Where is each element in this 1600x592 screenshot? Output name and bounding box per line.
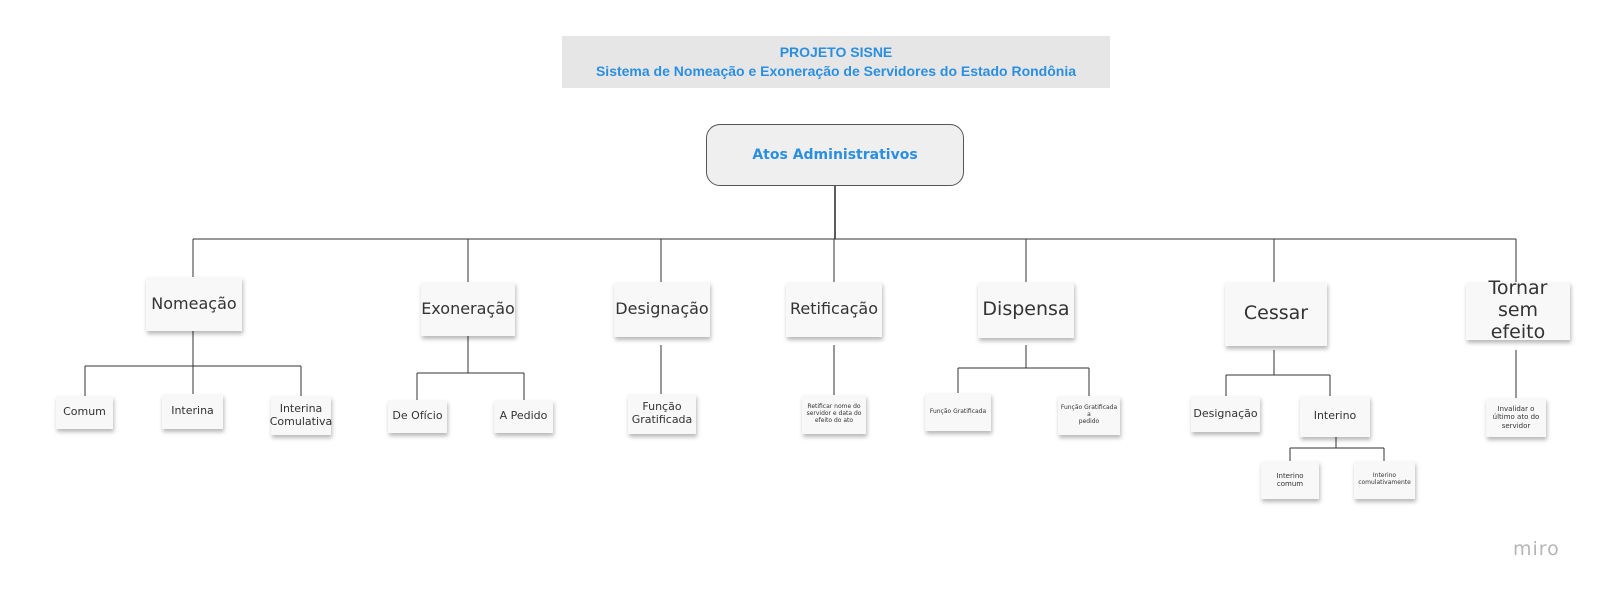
category-node-exoneracao[interactable]: Exoneração xyxy=(421,282,515,336)
leaf-node-cessar-designacao[interactable]: Designação xyxy=(1191,396,1260,432)
leaf-node-interina-comulativa[interactable]: Interina Comulativa xyxy=(270,396,332,435)
leaf-node-invalidar-ultimo-ato[interactable]: Invalidar o último ato do servidor xyxy=(1486,398,1546,437)
miro-watermark: miro xyxy=(1513,538,1560,560)
category-node-nomeacao[interactable]: Nomeação xyxy=(146,277,242,331)
leaf-node-funcao-gratificada[interactable]: Função Gratificada xyxy=(628,394,696,434)
category-node-designacao[interactable]: Designação xyxy=(614,282,710,337)
leaf-node-retificar-nome[interactable]: Retificar nome do servidor e data do efe… xyxy=(802,395,866,434)
category-node-cessar[interactable]: Cessar xyxy=(1225,282,1327,346)
leaf-node-a-pedido[interactable]: A Pedido xyxy=(494,400,553,433)
project-title: PROJETO SISNE xyxy=(779,44,893,60)
project-subtitle: Sistema de Nomeação e Exoneração de Serv… xyxy=(595,63,1077,79)
root-node[interactable]: Atos Administrativos xyxy=(706,124,964,186)
leaf-node-interina[interactable]: Interina xyxy=(162,394,223,429)
leaf-node-interino-comulativamente[interactable]: Interino comulativamente xyxy=(1354,461,1415,499)
category-node-tornar-sem-efeito[interactable]: Tornar sem efeito xyxy=(1466,277,1570,343)
leaf-node-dispensa-funcao-gratificada-pedido[interactable]: Função Gratificada a pedido xyxy=(1058,396,1120,435)
category-node-retificacao[interactable]: Retificação xyxy=(786,282,882,337)
leaf-node-interino-comum[interactable]: Interino comum xyxy=(1261,461,1319,499)
leaf-node-comum[interactable]: Comum xyxy=(56,396,113,429)
leaf-node-dispensa-funcao-gratificada[interactable]: Função Gratificada xyxy=(925,393,991,431)
category-node-dispensa[interactable]: Dispensa xyxy=(978,282,1074,338)
leaf-node-de-oficio[interactable]: De Ofício xyxy=(388,400,447,433)
leaf-node-cessar-interino[interactable]: Interino xyxy=(1300,396,1370,437)
project-title-box: PROJETO SISNE Sistema de Nomeação e Exon… xyxy=(562,36,1110,88)
